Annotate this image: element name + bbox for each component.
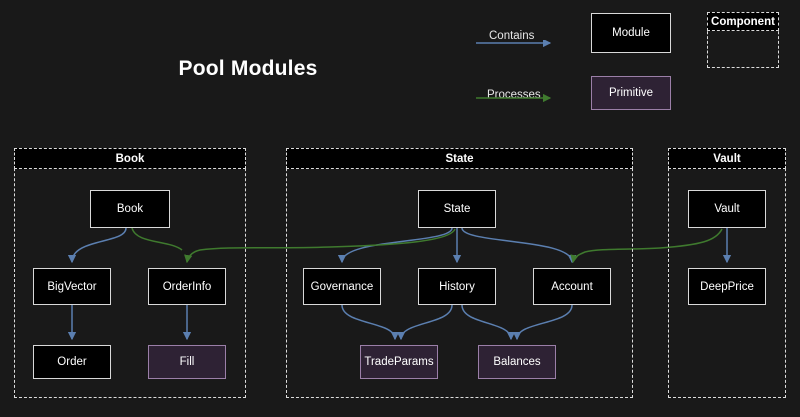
node-history[interactable]: History	[418, 268, 496, 305]
node-tradeparams[interactable]: TradeParams	[360, 345, 438, 379]
node-bigvector[interactable]: BigVector	[33, 268, 111, 305]
legend-module-box: Module	[591, 13, 671, 53]
legend-component-label: Component	[707, 12, 779, 31]
node-fill[interactable]: Fill	[148, 345, 226, 379]
node-deepprice[interactable]: DeepPrice	[688, 268, 766, 305]
legend-arrow-samples	[476, 40, 552, 102]
node-order[interactable]: Order	[33, 345, 111, 379]
node-vault[interactable]: Vault	[688, 190, 766, 228]
node-state[interactable]: State	[418, 190, 496, 228]
group-vault-header: Vault	[668, 148, 786, 169]
node-orderinfo[interactable]: OrderInfo	[148, 268, 226, 305]
node-balances[interactable]: Balances	[478, 345, 556, 379]
node-governance[interactable]: Governance	[303, 268, 381, 305]
legend-contains-label: Contains	[489, 30, 535, 42]
page-title: Pool Modules	[178, 57, 318, 80]
node-book[interactable]: Book	[90, 190, 170, 228]
group-book-header: Book	[14, 148, 246, 169]
node-account[interactable]: Account	[533, 268, 611, 305]
group-state-header: State	[286, 148, 633, 169]
legend-primitive-box: Primitive	[591, 76, 671, 110]
